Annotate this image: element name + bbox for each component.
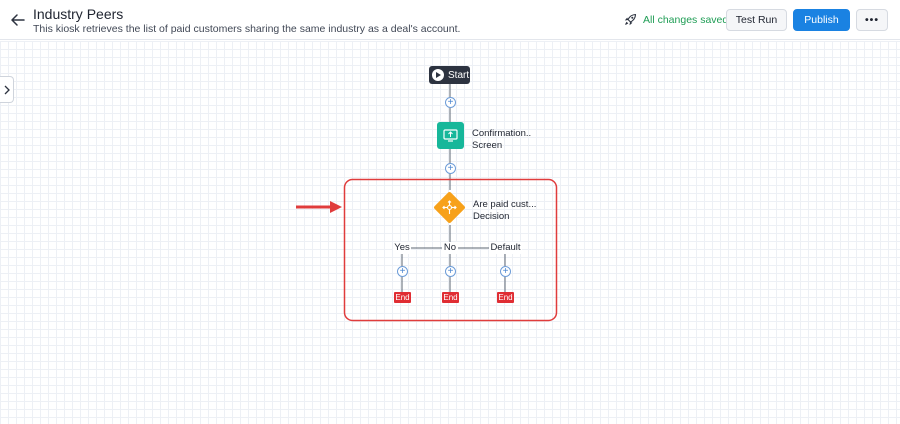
play-icon <box>432 69 444 81</box>
decision-node[interactable] <box>432 190 467 225</box>
page-title: Industry Peers <box>33 6 124 22</box>
page-subtitle: This kiosk retrieves the list of paid cu… <box>33 23 461 35</box>
end-node-yes: End <box>394 292 411 303</box>
more-options-button[interactable]: ••• <box>856 9 888 31</box>
top-bar: Industry Peers This kiosk retrieves the … <box>0 0 900 40</box>
save-status-text: All changes saved <box>643 13 729 26</box>
start-node[interactable]: Start <box>429 66 470 84</box>
test-run-button[interactable]: Test Run <box>726 9 787 31</box>
screen-node[interactable] <box>437 122 464 149</box>
add-step-button[interactable]: + <box>445 97 456 108</box>
rocket-icon <box>624 13 637 26</box>
decision-icon <box>442 200 457 214</box>
add-step-button-yes[interactable]: + <box>397 266 408 277</box>
branch-no-label[interactable]: No <box>442 242 458 254</box>
add-step-button[interactable]: + <box>445 163 456 174</box>
screen-node-title: Confirmation.. <box>472 128 532 139</box>
end-node-default: End <box>497 292 514 303</box>
add-step-button-default[interactable]: + <box>500 266 511 277</box>
screen-node-label: Confirmation.. Screen <box>472 128 531 152</box>
screen-node-type: Screen <box>472 140 503 151</box>
start-label: Start <box>448 69 470 81</box>
decision-node-title: Are paid cust... <box>473 199 537 210</box>
end-node-no: End <box>442 292 459 303</box>
side-panel-toggle[interactable] <box>0 76 14 103</box>
branch-default-label[interactable]: Default <box>489 242 522 254</box>
decision-node-type: Decision <box>473 211 510 222</box>
add-step-button-no[interactable]: + <box>445 266 456 277</box>
publish-button[interactable]: Publish <box>793 9 850 31</box>
back-arrow-icon[interactable] <box>9 11 27 29</box>
screen-icon <box>443 129 458 142</box>
branch-yes-label[interactable]: Yes <box>393 242 411 254</box>
decision-node-label: Are paid cust... Decision <box>473 199 536 223</box>
chevron-right-icon <box>4 85 10 94</box>
save-status: All changes saved <box>624 13 728 26</box>
